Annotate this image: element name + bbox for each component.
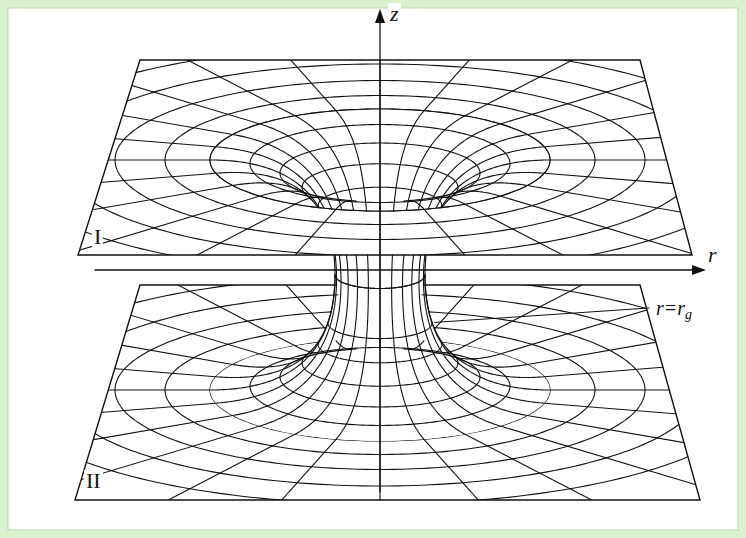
arrow-head — [375, 9, 385, 23]
grid-radial — [336, 288, 368, 439]
z-axis — [379, 20, 380, 492]
sheet-label: I — [92, 226, 103, 248]
grid-radial — [199, 0, 336, 111]
grid-radial — [425, 160, 550, 275]
grid-radial — [0, 242, 260, 354]
grid-radial — [233, 135, 341, 269]
axis-label: z — [388, 3, 401, 25]
grid-radial — [260, 191, 306, 196]
sheet-grid — [0, 0, 746, 370]
grid-radial — [500, 426, 746, 538]
grid-radial — [403, 116, 466, 263]
grid-radial — [424, 439, 561, 538]
grid-radial — [30, 434, 295, 538]
grid-radial — [412, 285, 500, 427]
grid-radial — [424, 209, 561, 363]
grid-radial — [199, 209, 336, 363]
grid-radial — [216, 147, 337, 272]
grid-radial — [423, 147, 544, 272]
grid-radial — [392, 288, 424, 439]
grid-radial — [392, 111, 424, 262]
grid-radial — [336, 201, 350, 210]
grid-radial — [419, 135, 527, 269]
grid-radial — [527, 55, 746, 135]
grid-radial — [454, 191, 500, 196]
grid-radial — [544, 336, 746, 377]
throat-outline — [404, 275, 459, 359]
grid-radial — [0, 186, 233, 266]
sheet-plane — [75, 285, 700, 500]
grid-radial — [216, 172, 313, 200]
grid-radial — [0, 12, 260, 124]
grid-radial — [447, 349, 544, 377]
throat-outline — [301, 191, 356, 275]
sheet-border — [78, 60, 692, 255]
grid-radial — [500, 242, 746, 354]
grid-radial — [0, 426, 260, 538]
grid-radial — [465, 0, 730, 116]
grid-radial — [550, 159, 746, 160]
grid-radial — [527, 285, 746, 365]
axis-label: r — [706, 244, 719, 266]
grid-radial — [0, 55, 233, 135]
grid-radial — [0, 196, 260, 308]
grid-radial — [0, 416, 233, 496]
grid-radial — [0, 285, 233, 365]
grid-radial — [336, 111, 368, 262]
panel — [8, 8, 738, 530]
arrow-head — [692, 265, 706, 275]
grid-radial — [233, 282, 341, 416]
upper-sheet — [0, 0, 746, 370]
throat-outline — [404, 191, 459, 275]
grid-radial — [447, 172, 544, 200]
leader-line — [435, 308, 649, 322]
grid-radial — [0, 403, 216, 444]
axes — [95, 9, 706, 492]
grid-circle — [431, 227, 432, 228]
grid-radial — [216, 349, 313, 377]
grid-radial — [0, 389, 210, 390]
grid-radial — [544, 106, 746, 147]
grid-radial — [465, 434, 730, 538]
r-axis — [95, 269, 696, 270]
grid-radial — [550, 389, 746, 390]
grid-radial — [403, 287, 466, 434]
grid-radial — [295, 116, 358, 263]
grid-radial — [412, 124, 500, 266]
grid-radial — [424, 0, 561, 111]
sheet-label: II — [84, 470, 103, 492]
grid-radial — [465, 204, 730, 342]
grid-radial — [210, 160, 335, 275]
grid-radial — [410, 201, 424, 210]
grid-radial — [0, 159, 210, 160]
grid-radial — [233, 359, 301, 367]
grid-radial — [30, 0, 295, 116]
grid-radial — [425, 275, 550, 390]
grid-radial — [500, 12, 746, 124]
grid-radial — [199, 439, 336, 538]
sheet-border — [75, 285, 700, 500]
grid-radial — [336, 341, 350, 350]
grid-radial — [0, 173, 216, 214]
grid-radial — [410, 341, 424, 350]
grid-radial — [260, 354, 306, 359]
grid-radial — [454, 354, 500, 359]
grid-radial — [210, 275, 335, 390]
throat-outline — [301, 275, 356, 359]
grid-radial — [419, 282, 527, 416]
grid-radial — [260, 124, 348, 266]
radius-label: r=rg — [654, 298, 694, 318]
grid-radial — [500, 196, 746, 308]
